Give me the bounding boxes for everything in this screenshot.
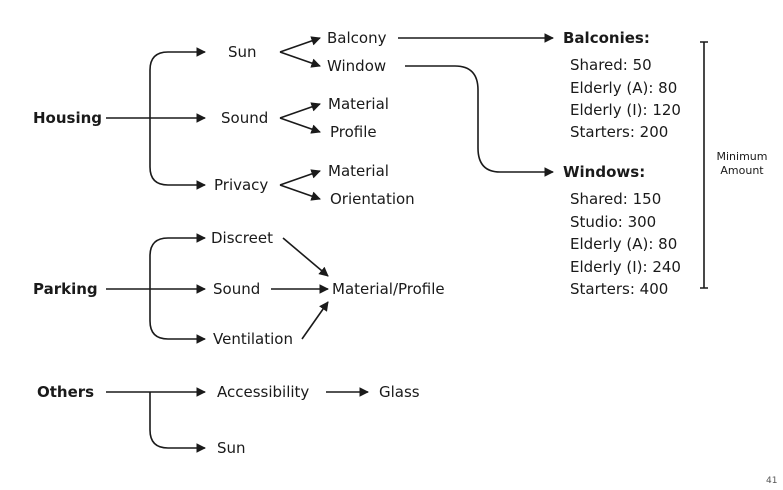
housing-sun-label: Sun (228, 43, 257, 61)
others-accessibility-label: Accessibility (217, 383, 310, 401)
windows-item: Studio: 300 (570, 213, 657, 231)
windows-item: Elderly (A): 80 (570, 235, 678, 253)
windows-item: Elderly (I): 240 (570, 258, 681, 276)
others-glass-label: Glass (379, 383, 420, 401)
balconies-item: Elderly (I): 120 (570, 101, 681, 119)
minimum-amount-line2: Amount (720, 164, 764, 177)
sun-to-window-arrow (279, 51, 321, 68)
windows-item: Shared: 150 (570, 190, 662, 208)
privacy-to-orientation-arrow (279, 184, 321, 201)
discreet-to-material-arrow (282, 237, 329, 277)
privacy-orientation-label: Orientation (330, 190, 415, 208)
ventilation-to-material-arrow (301, 301, 329, 340)
balconies-item: Shared: 50 (570, 56, 652, 74)
others-branch-sun (149, 392, 206, 453)
others-sun-label: Sun (217, 439, 246, 457)
minimum-amount-label: Minimum Amount (712, 150, 772, 178)
sound-material-label: Material (328, 95, 389, 113)
privacy-to-material-arrow (279, 169, 321, 186)
housing-branch-privacy (149, 118, 206, 190)
sound-to-profile-arrow (279, 117, 321, 134)
window-label: Window (327, 57, 387, 75)
housing-branch-sun (149, 47, 206, 118)
parking-material-profile-label: Material/Profile (332, 280, 445, 298)
window-to-windows-arrow (405, 65, 554, 177)
minimum-amount-line1: Minimum (716, 150, 768, 163)
sound-to-material-arrow (279, 102, 321, 119)
windows-item: Starters: 400 (570, 280, 669, 298)
balconies-item: Elderly (A): 80 (570, 79, 678, 97)
housing-sound-label: Sound (221, 109, 269, 127)
windows-title: Windows: (563, 163, 646, 181)
housing-label: Housing (33, 109, 103, 127)
parking-sound-label: Sound (213, 280, 261, 298)
page-number: 41 (766, 476, 778, 486)
balcony-label: Balcony (327, 29, 387, 47)
parking-branch-discreet (149, 233, 206, 289)
parking-discreet-label: Discreet (211, 229, 273, 247)
balconies-item: Starters: 200 (570, 123, 669, 141)
parking-branch-ventilation (149, 289, 206, 344)
privacy-material-label: Material (328, 162, 389, 180)
sound-profile-label: Profile (330, 123, 377, 141)
housing-privacy-label: Privacy (214, 176, 269, 194)
parking-ventilation-label: Ventilation (213, 330, 293, 348)
others-label: Others (37, 383, 95, 401)
minimum-amount-bracket (700, 41, 708, 289)
sun-to-balcony-arrow (279, 36, 321, 53)
balconies-title: Balconies: (563, 29, 650, 47)
parking-label: Parking (33, 280, 98, 298)
